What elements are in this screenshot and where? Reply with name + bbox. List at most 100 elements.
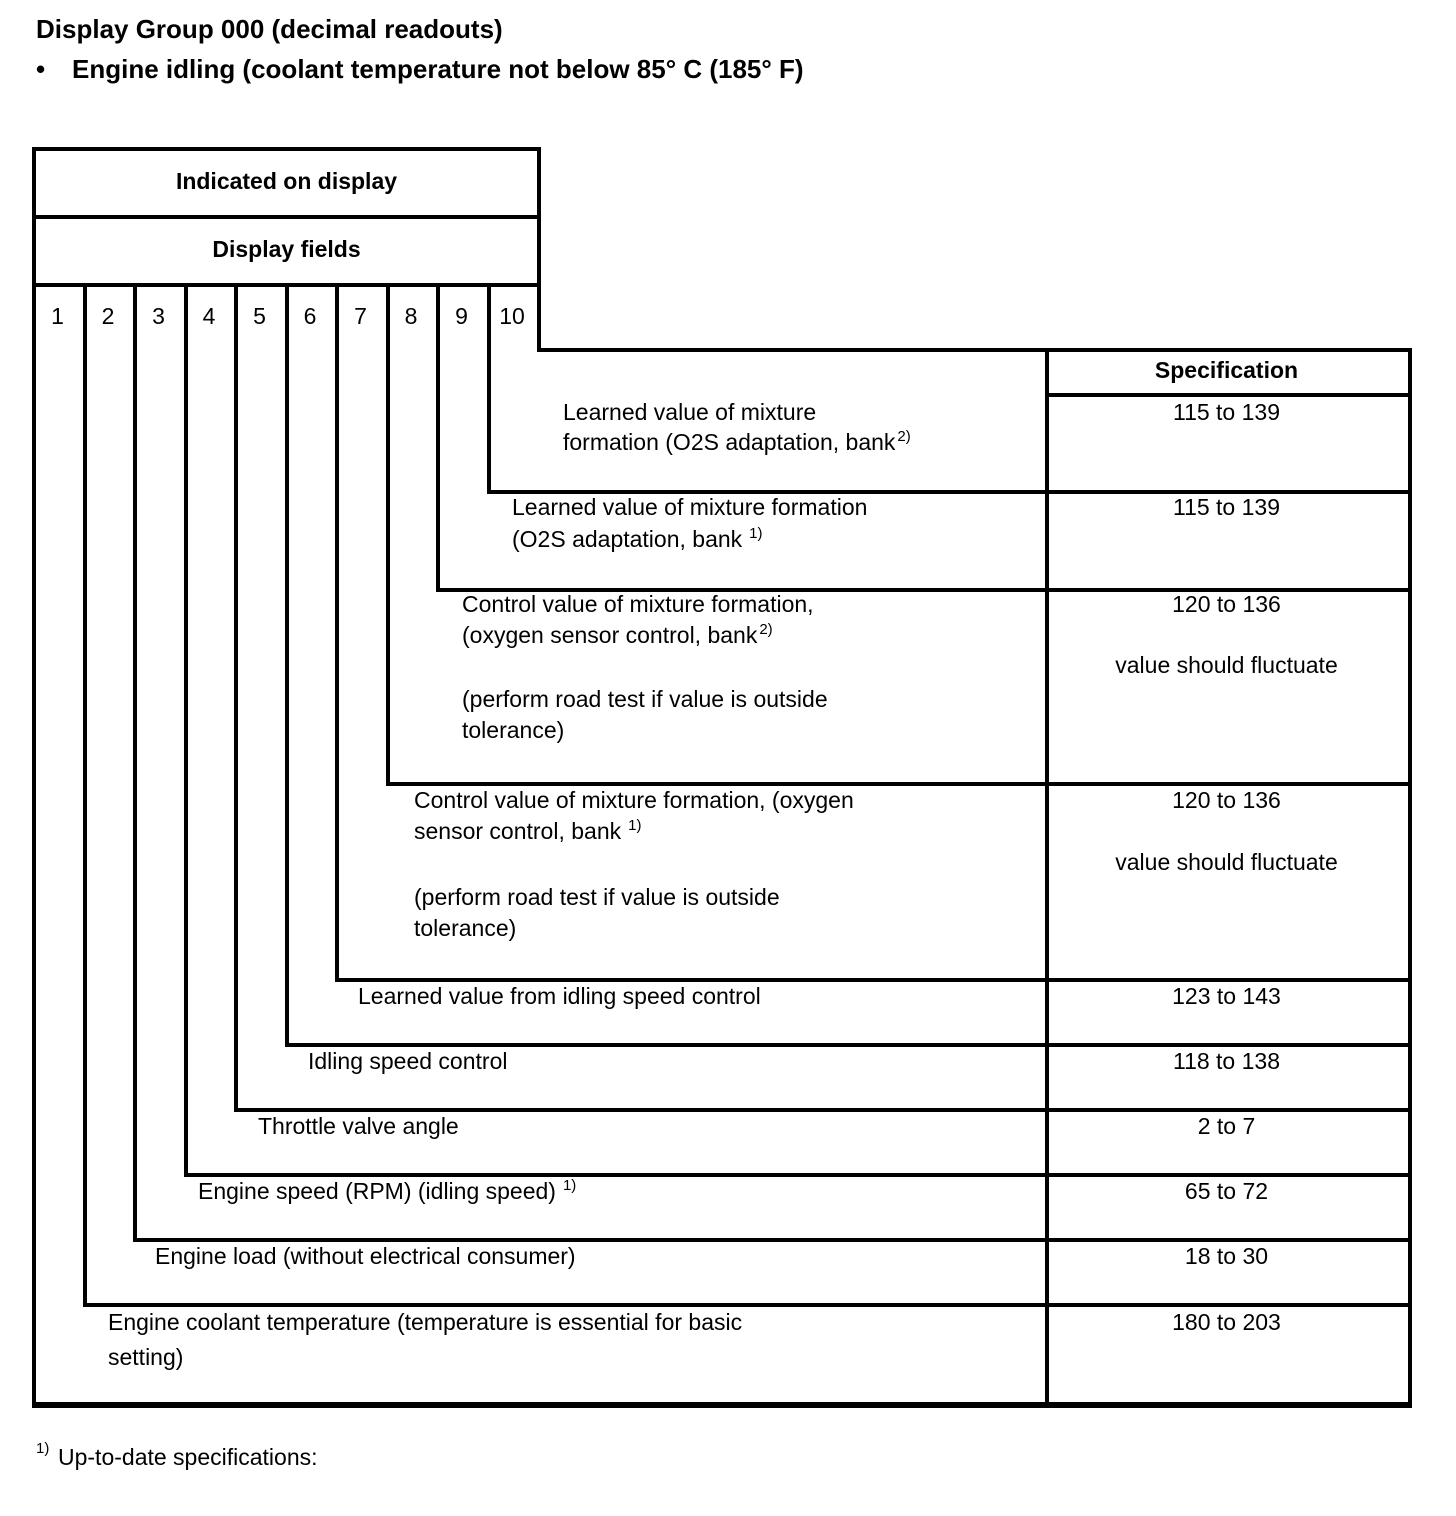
- row-field4-description-line1: Throttle valve angle: [258, 1113, 459, 1139]
- description-text: (perform road test if value is outside: [462, 686, 828, 712]
- page-title: Display Group 000 (decimal readouts): [36, 14, 503, 44]
- line-col10-left-border: [487, 283, 491, 494]
- line-row3-top-border: [184, 1173, 1412, 1177]
- line-row1-top-border: [83, 1303, 1412, 1307]
- line-header-bottom-border: [32, 283, 541, 287]
- line-row2-top-border: [133, 1238, 1412, 1242]
- description-text: Learned value of mixture: [563, 399, 817, 425]
- line-col9-left-border: [436, 283, 440, 592]
- superscript-marker: 1): [749, 525, 763, 542]
- description-text: Idling speed control: [308, 1048, 508, 1074]
- line-row9-top-border: [487, 490, 1412, 494]
- line-row6-top-border: [335, 978, 1412, 982]
- description-text: Control value of mixture formation,: [462, 591, 814, 617]
- description-text: Throttle valve angle: [258, 1113, 459, 1139]
- row-field5-specification: 118 to 138: [1172, 1048, 1280, 1074]
- table-header-indicated-on-display: Indicated on display: [175, 167, 398, 194]
- line-outer-right-border: [1408, 348, 1412, 1408]
- row-field8-specification-note: value should fluctuate: [1115, 652, 1338, 678]
- row-field7-description-line3: (perform road test if value is outside: [414, 884, 780, 910]
- line-row5-top-border: [285, 1043, 1412, 1047]
- description-text: Learned value of mixture formation: [512, 494, 868, 520]
- bullet-icon: •: [36, 54, 46, 84]
- row-field7-specification: 120 to 136: [1172, 787, 1281, 813]
- line-col4-left-border: [184, 283, 188, 1177]
- description-text: tolerance): [462, 717, 565, 743]
- row-field5-description-line1: Idling speed control: [308, 1048, 507, 1074]
- field-number-8: 8: [404, 303, 418, 329]
- field-number-6: 6: [303, 303, 317, 329]
- footnote-text: Up-to-date specifications:: [58, 1444, 318, 1470]
- superscript-marker: 2): [897, 428, 911, 445]
- superscript-marker: 1): [628, 817, 642, 834]
- row-field7-description-line2: sensor control, bank 1): [414, 817, 642, 848]
- line-col3-left-border: [133, 283, 137, 1242]
- superscript-marker: 1): [562, 1177, 577, 1194]
- row-field8-specification: 120 to 136: [1172, 591, 1281, 617]
- field-number-7: 7: [354, 303, 367, 329]
- row-field7-specification-note: value should fluctuate: [1115, 849, 1338, 875]
- description-text: Engine load (without electrical consumer…: [155, 1243, 576, 1269]
- line-row7-top-border: [386, 782, 1412, 786]
- row-field6-description-line1: Learned value from idling speed control: [358, 983, 761, 1009]
- row-field8-description-line4: tolerance): [462, 717, 564, 743]
- line-table-bottom-border: [32, 1402, 1412, 1408]
- description-text: Engine coolant temperature (temperature …: [108, 1309, 743, 1335]
- row-field4-specification: 2 to 7: [1197, 1113, 1256, 1139]
- footnote-superscript: 1): [36, 1440, 50, 1457]
- line-row8-top-border: [436, 588, 1412, 592]
- description-text: (perform road test if value is outside: [414, 884, 780, 910]
- description-text: Engine speed (RPM) (idling speed): [198, 1178, 556, 1204]
- row-field2-description-line1: Engine load (without electrical consumer…: [155, 1243, 576, 1269]
- row-field9-specification: 115 to 139: [1172, 494, 1280, 520]
- field-number-9: 9: [455, 303, 468, 329]
- row-field9-description-line2: (O2S adaptation, bank 1): [512, 525, 763, 556]
- field-number-5: 5: [253, 303, 266, 329]
- row-field10-specification: 115 to 139: [1172, 399, 1280, 425]
- line-spec-header-bottom-border: [1045, 393, 1412, 397]
- row-field8-description-line3: (perform road test if value is outside: [462, 686, 828, 712]
- line-spec-column-divider: [1045, 348, 1049, 1406]
- row-field1-description-line1: Engine coolant temperature (temperature …: [108, 1309, 742, 1335]
- field-number-3: 3: [152, 303, 165, 329]
- description-text: formation (O2S adaptation, bank: [563, 429, 896, 455]
- line-row4-top-border: [234, 1108, 1412, 1112]
- line-col2-left-border: [83, 283, 87, 1307]
- line-col6-left-border: [285, 283, 289, 1047]
- table-header-display-fields: Display fields: [212, 235, 361, 262]
- row-field7-description-line1: Control value of mixture formation, (oxy…: [414, 787, 854, 813]
- description-text: setting): [108, 1344, 184, 1370]
- line-col7-left-border: [335, 283, 339, 982]
- field-number-4: 4: [202, 303, 216, 329]
- row-field8-description-line1: Control value of mixture formation,: [462, 591, 814, 617]
- description-text: tolerance): [414, 915, 517, 941]
- description-text: Learned value from idling speed control: [358, 983, 761, 1009]
- field-number-1: 1: [51, 303, 64, 329]
- superscript-marker: 2): [759, 621, 773, 638]
- line-outer-left-border: [32, 147, 36, 1408]
- description-text: sensor control, bank: [414, 818, 622, 844]
- line-header-top-border: [32, 147, 541, 151]
- row-field7-description-line4: tolerance): [414, 915, 516, 941]
- row-field3-description-line1: Engine speed (RPM) (idling speed) 1): [198, 1177, 577, 1208]
- row-field1-specification: 180 to 203: [1172, 1309, 1281, 1335]
- row-field6-specification: 123 to 143: [1172, 983, 1281, 1009]
- bullet-text: Engine idling (coolant temperature not b…: [72, 54, 804, 84]
- field-number-2: 2: [101, 303, 115, 329]
- field-number-10: 10: [499, 303, 525, 329]
- description-text: (O2S adaptation, bank: [512, 526, 743, 552]
- line-header-divider: [32, 215, 541, 219]
- line-col5-left-border: [234, 283, 238, 1112]
- line-header-right-border: [537, 147, 541, 352]
- table-header-specification: Specification: [1154, 357, 1299, 383]
- line-row10-top-border: [537, 348, 1412, 352]
- row-field10-description-line1: Learned value of mixture: [563, 399, 816, 425]
- line-col8-left-border: [386, 283, 390, 786]
- row-field2-specification: 18 to 30: [1184, 1243, 1269, 1269]
- description-text: (oxygen sensor control, bank: [462, 622, 758, 648]
- row-field9-description-line1: Learned value of mixture formation: [512, 494, 867, 520]
- description-text: Control value of mixture formation, (oxy…: [414, 787, 854, 813]
